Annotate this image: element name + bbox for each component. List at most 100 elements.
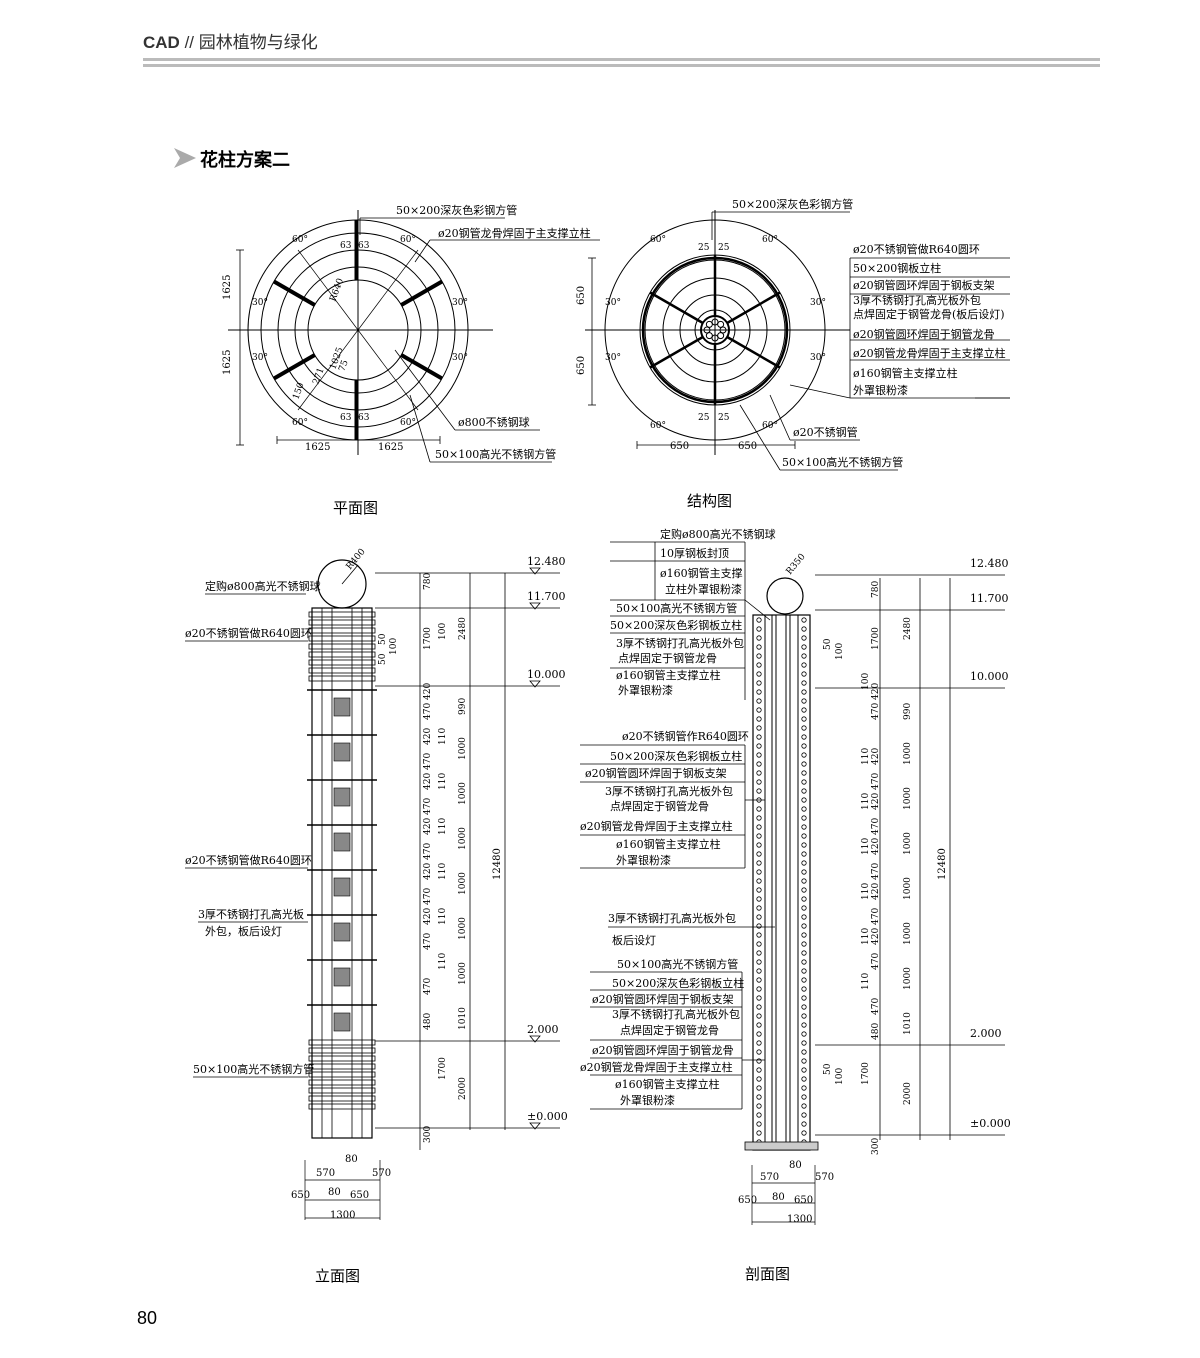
sect-dim: 470 — [871, 773, 881, 790]
sect-dim: 100 — [835, 1068, 845, 1085]
elev-level-label: 2.000 — [527, 1023, 559, 1036]
sect-dim: 420 — [871, 928, 881, 945]
struct-label: ø160钢管主支撑立柱 — [853, 366, 958, 380]
elev-level-marker — [529, 1122, 541, 1130]
elev-dim: 1000 — [458, 782, 468, 805]
sect-base: 570 — [760, 1172, 779, 1183]
sect-dim: 420 — [871, 883, 881, 900]
sect-core — [775, 614, 787, 1151]
elev-ring — [308, 1039, 376, 1046]
sect-label: 3厚不锈钢打孔高光板外包 — [605, 784, 733, 798]
sect-dim: 480 — [871, 1023, 881, 1040]
elev-dim: 470 — [423, 798, 433, 815]
plan-dim: 1625 — [378, 442, 403, 453]
leader — [394, 349, 456, 431]
sect-ring-section — [801, 725, 807, 731]
sect-ring-section — [756, 1130, 762, 1136]
plan-dim: 150 — [291, 381, 306, 401]
struct-spoke — [649, 335, 704, 369]
sect-dim: 1700 — [871, 627, 881, 650]
sect-ring-section — [756, 788, 762, 794]
plan-label: 50×200深灰色彩钢方管 — [396, 203, 517, 217]
sect-label: 点焊固定于钢管龙骨 — [610, 799, 709, 813]
sect-ring-section — [801, 1085, 807, 1091]
sect-ring-section — [801, 689, 807, 695]
struct-dim: 25 — [698, 243, 710, 253]
sect-ring-section — [801, 1031, 807, 1037]
sect-ball — [766, 577, 804, 615]
sect-label: 3厚不锈钢打孔高光板外包 — [608, 911, 736, 925]
struct-label: ø20钢管圆环焊固于钢板支架 — [853, 278, 995, 292]
sect-ring-section — [801, 932, 807, 938]
sect-ring-section — [756, 932, 762, 938]
sect-label: 板后设灯 — [612, 933, 656, 947]
struct-label: ø20不锈钢管 — [793, 425, 858, 439]
sect-label: ø160钢管主支撑立柱 — [615, 1077, 720, 1091]
struct-label: ø20钢管圆环焊固于钢管龙骨 — [853, 327, 995, 341]
struct-dim: 650 — [670, 441, 689, 452]
sect-label: 50×100高光不锈钢方管 — [616, 601, 737, 615]
sect-ring-section — [801, 977, 807, 983]
sect-ring-section — [756, 626, 762, 632]
sect-ring-section — [801, 1121, 807, 1127]
sect-ring-section — [756, 653, 762, 659]
elevation-caption: 立面图 — [315, 1267, 361, 1285]
plan-caption: 平面图 — [333, 499, 379, 517]
sect-label: ø20钢管圆环焊固于钢板支架 — [585, 766, 727, 780]
section-caption: 剖面图 — [745, 1265, 791, 1283]
sect-dim: 1000 — [903, 742, 913, 765]
sect-label: 50×200深灰色彩钢板立柱 — [612, 976, 744, 990]
sect-label: 50×100高光不锈钢方管 — [617, 957, 738, 971]
plan-angle: 30° — [252, 298, 268, 308]
elev-dim: 110 — [438, 728, 448, 745]
plan-dim: 63 — [340, 241, 352, 251]
sect-ring-section — [756, 743, 762, 749]
sect-dim: 470 — [871, 953, 881, 970]
elev-ring — [308, 643, 376, 650]
elev-ring — [308, 675, 376, 682]
elev-dim: 1700 — [438, 1057, 448, 1080]
struct-angle: 30° — [605, 353, 621, 363]
sect-dim: 100 — [835, 643, 845, 660]
sect-ring-section — [801, 905, 807, 911]
sect-ring-section — [801, 914, 807, 920]
elev-dim: 300 — [423, 1126, 433, 1143]
elev-dim: 110 — [438, 908, 448, 925]
sect-ring-section — [756, 914, 762, 920]
struct-dim: 25 — [718, 243, 730, 253]
sect-dim: 110 — [861, 748, 871, 765]
sect-dim: 2000 — [903, 1082, 913, 1105]
sect-ring-section — [801, 842, 807, 848]
elev-base: 570 — [372, 1168, 391, 1179]
sect-ring-section — [801, 743, 807, 749]
elev-dim: 420 — [423, 683, 433, 700]
elev-ring — [308, 651, 376, 658]
sect-level-label: 10.000 — [970, 670, 1009, 683]
plan-dim: 1625 — [305, 442, 330, 453]
plan-angle: 30° — [452, 353, 468, 363]
sect-ring-section — [756, 1067, 762, 1073]
plan-dim: 1625 — [222, 275, 233, 300]
sect-dim: 990 — [903, 703, 913, 720]
sect-base: 1300 — [787, 1214, 812, 1225]
sect-dim: 470 — [871, 998, 881, 1015]
sect-ring-section — [801, 941, 807, 947]
sect-ring-section — [801, 653, 807, 659]
sect-dim: 420 — [871, 838, 881, 855]
struct-dim: 650 — [576, 286, 587, 305]
sect-dim: 780 — [871, 581, 881, 598]
sect-ring-section — [801, 995, 807, 1001]
struct-angle: 60° — [650, 235, 666, 245]
sect-ring-section — [801, 698, 807, 704]
elev-ring — [308, 1103, 376, 1110]
sect-level-label: 12.480 — [970, 557, 1009, 570]
elev-dim: 110 — [438, 773, 448, 790]
sect-ring-section — [756, 1094, 762, 1100]
sect-label: 外罩银粉漆 — [618, 683, 673, 697]
sect-dim-total: 12480 — [937, 848, 948, 880]
sect-ring-section — [756, 869, 762, 875]
sect-label: ø20不锈钢管作R640圆环 — [622, 729, 749, 743]
sect-ring-section — [801, 1130, 807, 1136]
